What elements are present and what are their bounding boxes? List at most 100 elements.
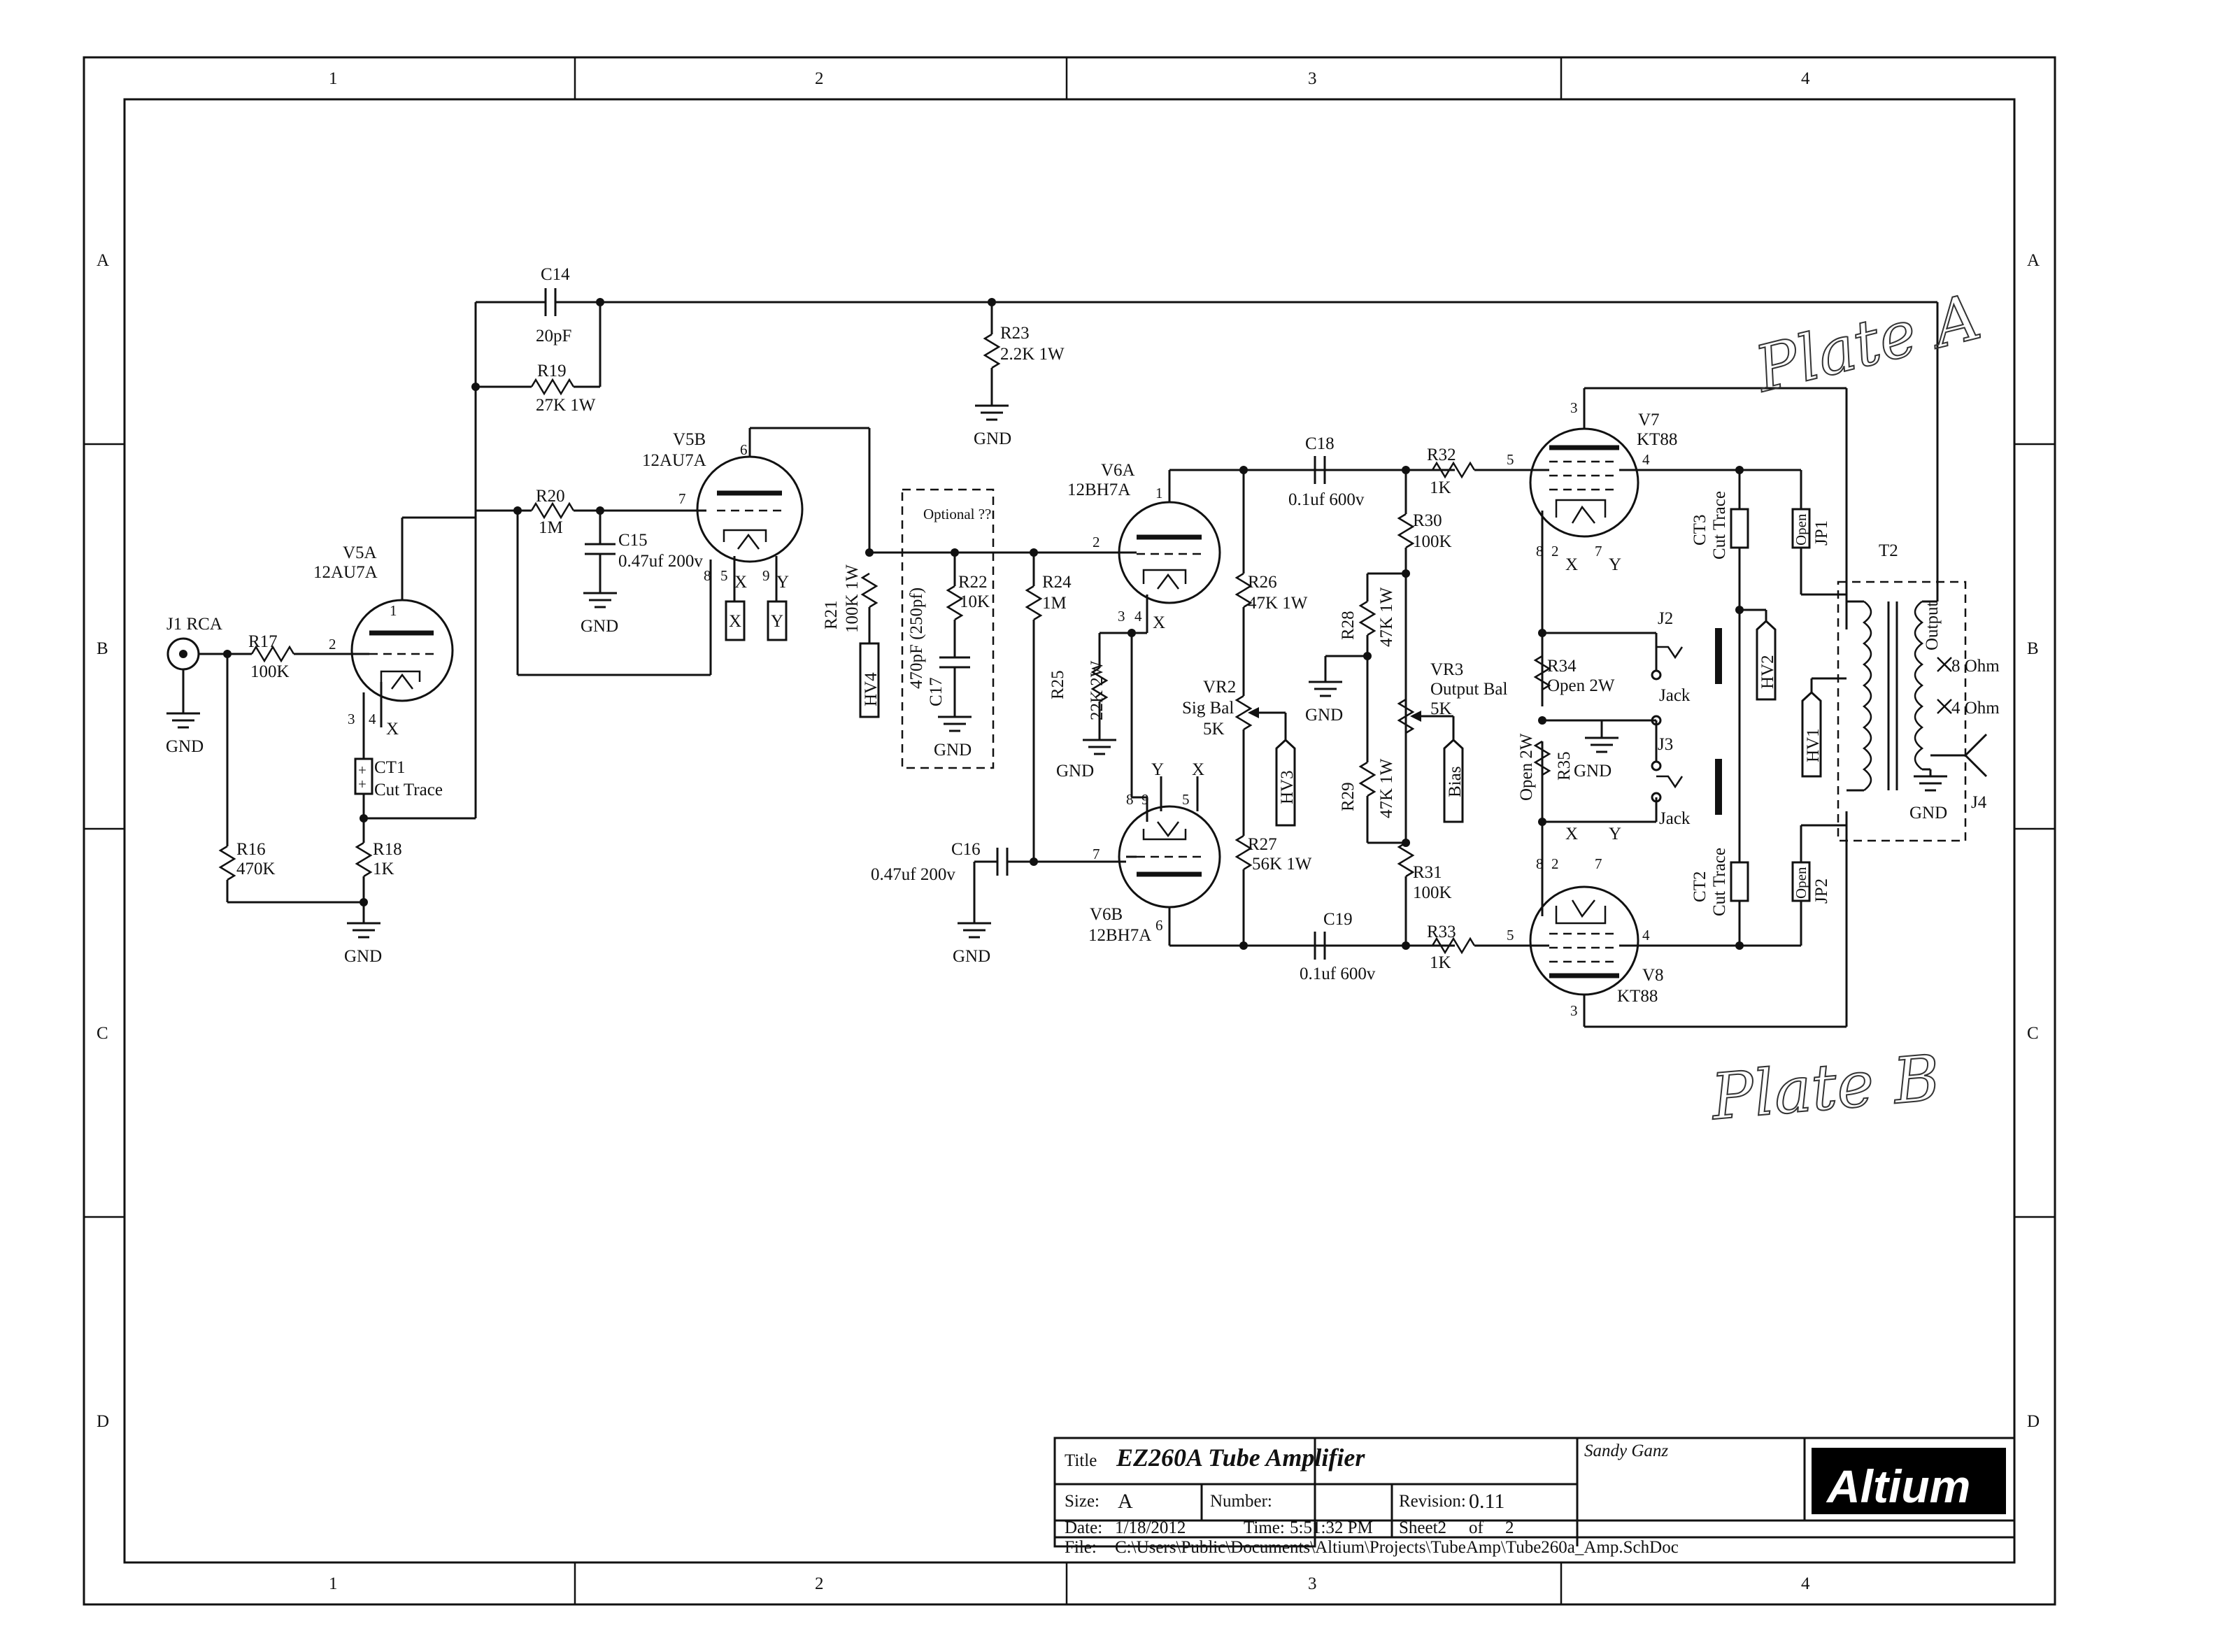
hv2-label: HV2 [1758,655,1777,689]
optional-label: Optional ?? [923,506,991,522]
zone-col-1-top: 1 [329,69,338,88]
gnd-label-r23: GND [974,429,1011,448]
v5a-tube-symbol [350,518,454,759]
zone-col-4-top: 4 [1801,69,1810,88]
v5b-y: Y [776,573,789,592]
v7-x: X [1565,555,1578,574]
r30-value: 100K [1413,532,1452,551]
zone-col-1-bottom: 1 [329,1574,338,1593]
altium-logo-box [1812,1448,2006,1514]
v8-pin-5: 5 [1507,927,1514,944]
v5b-label: V5B [673,430,706,449]
hv3-port [1275,738,1296,827]
file-path: C:\Users\Public\Documents\Altium\Project… [1115,1538,1679,1557]
v6b-x: X [1192,760,1204,779]
vr3-value: Output Bal [1430,680,1507,699]
hv1-label: HV1 [1804,728,1823,762]
vr3-label: VR3 [1430,660,1463,679]
jp1-open: Open [1793,513,1809,546]
v6b-value: 12BH7A [1088,926,1151,945]
j3-jack: Jack [1659,809,1691,828]
r30-label: R30 [1413,511,1442,530]
zone-labels: 1 2 3 4 1 2 3 4 A B C D A B C D [97,69,2040,1593]
sheet-label: Sheet2 [1399,1518,1446,1537]
r26-value: 47K 1W [1248,594,1308,613]
v5a-pin-3: 3 [348,711,355,727]
jp2-label: JP2 [1812,878,1831,904]
v7-pin-5: 5 [1507,451,1514,468]
file-label: File: [1065,1538,1097,1557]
ct1-label: CT1 [374,758,405,777]
jp2-open: Open [1793,867,1809,899]
v5b-x-terminal [725,600,746,641]
r35-value: Open 2W [1517,733,1536,801]
revision-label: Revision: [1399,1492,1466,1511]
v7-pin-7: 7 [1595,543,1602,560]
r28-label: R28 [1339,611,1358,640]
bias-network [1309,466,1455,950]
v8-value: KT88 [1617,987,1658,1006]
c15-value: 0.47uf 200v [618,552,703,571]
r31-label: R31 [1413,863,1442,882]
zone-col-4-bottom: 4 [1801,1574,1810,1593]
j2-label: J2 [1658,609,1673,628]
gnd-label-c15: GND [581,617,618,636]
r29-label: R29 [1339,782,1358,811]
v8-x: X [1565,825,1578,843]
r32-label: R32 [1427,446,1456,464]
gnd-symbol-v5a [347,922,380,939]
c19-value: 0.1uf 600v [1300,964,1376,983]
t2-box [1837,581,1967,842]
c18-label: C18 [1305,434,1335,453]
r18-label: R18 [373,840,402,859]
cathode-network [1533,628,1722,826]
v5a-value: 12AU7A [313,563,378,582]
v6b-label: V6B [1090,905,1123,924]
r32-value: 1K [1430,478,1451,497]
r20-value: 1M [539,518,563,537]
v6a-pin-1: 1 [1155,485,1163,501]
svg-text:+: + [358,762,367,778]
ct3-value: Cut Trace [1710,491,1729,560]
r19-label: R19 [537,362,567,380]
v5b-x-terminal-label: X [729,612,741,631]
r16-value: 470K [236,860,276,878]
v6a-label: V6A [1101,461,1135,480]
date-label: Date: [1065,1518,1102,1537]
v6a-pin-4: 4 [1134,608,1142,625]
author-name: Sandy Ganz [1584,1441,1668,1460]
zone-row-b-right: B [2027,639,2039,658]
v8-pin-3: 3 [1570,1002,1578,1019]
v5b-tube-symbol [696,427,871,601]
c16-value: 0.47uf 200v [871,865,955,884]
v7-pin-8: 8 [1536,543,1544,560]
v6a-x: X [1153,613,1165,632]
r27-label: R27 [1248,835,1277,854]
c14-label: C14 [541,265,570,284]
r29-value: 47K 1W [1377,758,1396,818]
r20-label: R20 [536,487,565,506]
handwritten-plate-b: Plate B [1707,1041,1943,1134]
vr2-label: VR2 [1203,678,1236,697]
date-value: 1/18/2012 [1115,1518,1186,1537]
zone-row-a-left: A [97,251,109,270]
vr2-rating: 5K [1203,720,1225,739]
r21-hv4 [860,548,1126,643]
c14-value: 20pF [536,327,571,346]
grid-stoppers [1406,461,1539,955]
r33-value: 1K [1430,953,1451,972]
c17-value: 470pF (250pf) [907,588,926,689]
jp1-label: JP1 [1812,520,1831,546]
v8-tube-symbol [1529,741,1848,1028]
gnd-label-r28: GND [1305,706,1343,725]
r21-value: 100K 1W [843,564,862,633]
v6b-pin-7: 7 [1093,846,1100,862]
j2-jack: Jack [1659,686,1691,705]
v5b-pin-9: 9 [762,567,770,584]
input-section [166,637,368,906]
hv2-port [1756,619,1777,701]
j1-label: J1 RCA [166,615,222,634]
zone-row-b-left: B [97,639,108,658]
v5b-pin-6: 6 [740,441,748,458]
